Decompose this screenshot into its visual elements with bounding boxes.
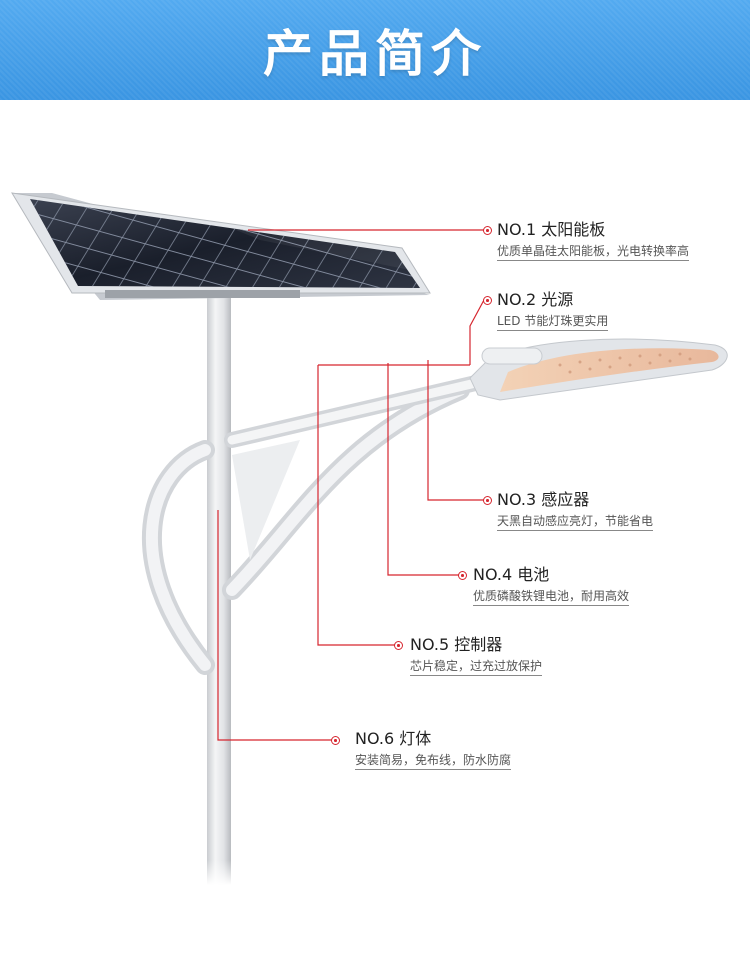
callout-title: NO.6 灯体 (355, 729, 432, 748)
callout-desc: LED 节能灯珠更实用 (497, 313, 609, 331)
callout-controller: NO.5 控制器 芯片稳定，过充过放保护 (410, 635, 543, 676)
callout-title: NO.5 控制器 (410, 635, 503, 654)
callout-title: NO.4 电池 (473, 565, 550, 584)
callout-desc: 优质单晶硅太阳能板，光电转换率高 (497, 243, 690, 261)
callout-lamp-body: NO.6 灯体 安装简易，免布线，防水防腐 (355, 729, 512, 770)
callout-dot-5 (394, 641, 403, 650)
bracket-arm (142, 374, 488, 675)
callout-desc: 天黑自动感应亮灯，节能省电 (497, 513, 654, 531)
callout-desc: 安装简易，免布线，防水防腐 (355, 752, 512, 770)
leader-lines (217, 229, 486, 741)
callout-solar-panel: NO.1 太阳能板 优质单晶硅太阳能板，光电转换率高 (497, 220, 690, 261)
callout-desc: 优质磷酸铁锂电池，耐用高效 (473, 588, 630, 606)
callout-dot-3 (483, 496, 492, 505)
callout-title: NO.2 光源 (497, 290, 574, 309)
page-title: 产品简介 (263, 25, 487, 83)
callout-title: NO.3 感应器 (497, 490, 590, 509)
lamp-head (469, 338, 728, 401)
solar-panel (11, 192, 431, 300)
callout-light-source: NO.2 光源 LED 节能灯珠更实用 (497, 290, 609, 331)
header-banner: 产品简介 (0, 0, 750, 100)
callout-sensor: NO.3 感应器 天黑自动感应亮灯，节能省电 (497, 490, 654, 531)
callout-dot-6 (331, 736, 340, 745)
callout-title: NO.1 太阳能板 (497, 220, 606, 239)
callout-battery: NO.4 电池 优质磷酸铁锂电池，耐用高效 (473, 565, 630, 606)
callout-desc: 芯片稳定，过充过放保护 (410, 658, 543, 676)
callout-dot-4 (458, 571, 467, 580)
callout-dot-1 (483, 226, 492, 235)
callout-dot-2 (483, 296, 492, 305)
